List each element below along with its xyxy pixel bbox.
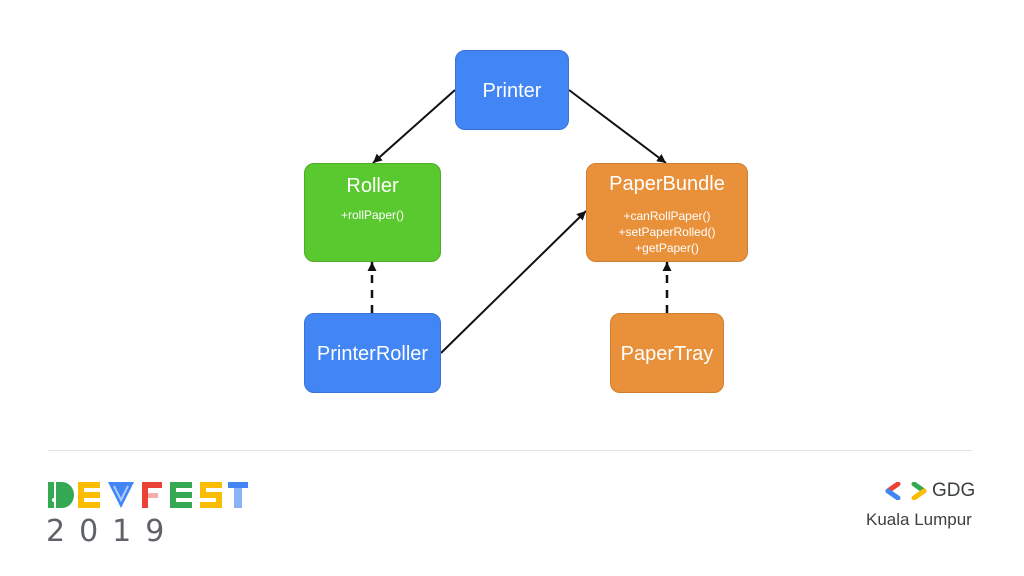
- node-printer: Printer: [455, 50, 569, 130]
- org-name: GDG: [932, 480, 976, 501]
- edge-printer-roller: [372, 89, 456, 164]
- node-title: PrinterRoller: [316, 343, 429, 365]
- method-label: +canRollPaper(): [623, 209, 711, 223]
- node-title: PaperBundle: [609, 173, 725, 195]
- event-year: 2019: [46, 514, 179, 549]
- node-paper-bundle: PaperBundle +canRollPaper() +setPaperRol…: [586, 163, 748, 262]
- method-list: +rollPaper(): [305, 207, 440, 223]
- node-title: Roller: [346, 175, 399, 197]
- chapter-city: Kuala Lumpur: [866, 510, 972, 529]
- method-label: +getPaper(): [635, 241, 699, 255]
- edge-printer-paperbundle: [568, 89, 667, 164]
- edge-printerroller-paperbundle: [440, 210, 587, 354]
- node-printer-roller: PrinterRoller: [304, 313, 441, 393]
- method-label: +rollPaper(): [340, 208, 405, 222]
- devfest-logo: [48, 482, 248, 508]
- node-title: PaperTray: [620, 343, 714, 365]
- node-roller: Roller +rollPaper(): [304, 163, 441, 262]
- node-title: Printer: [482, 80, 542, 102]
- method-list: +canRollPaper() +setPaperRolled() +getPa…: [587, 208, 747, 256]
- footer-divider: [48, 450, 972, 451]
- gdg-chevrons-icon: [885, 482, 927, 500]
- method-label: +setPaperRolled(): [618, 225, 716, 239]
- node-paper-tray: PaperTray: [610, 313, 724, 393]
